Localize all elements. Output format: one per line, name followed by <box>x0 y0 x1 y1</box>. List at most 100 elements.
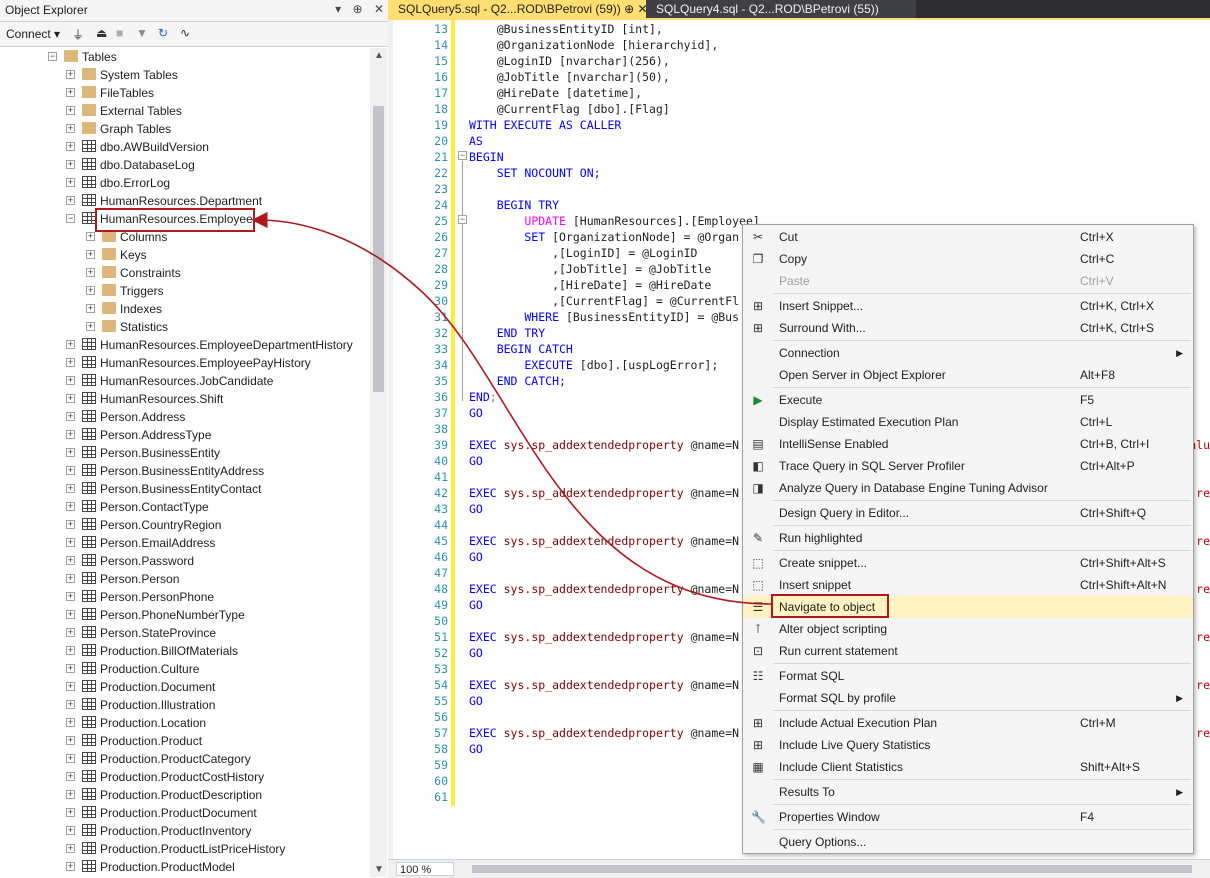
menu-item-connection[interactable]: Connection▶ <box>743 342 1193 364</box>
tree-node[interactable]: +Person.Person <box>66 570 370 588</box>
tree-node[interactable]: +Person.EmailAddress <box>66 534 370 552</box>
tree-node[interactable]: +Production.ProductDocument <box>66 804 370 822</box>
expand-icon[interactable]: + <box>86 267 95 277</box>
tree-node[interactable]: +Production.Product <box>66 732 370 750</box>
expand-icon[interactable]: + <box>66 825 75 835</box>
menu-item-results-to[interactable]: Results To▶ <box>743 781 1193 803</box>
tree-node[interactable]: +Person.StateProvince <box>66 624 370 642</box>
tree-node[interactable]: +Columns <box>86 228 370 246</box>
tree-node[interactable]: +Production.ProductCategory <box>66 750 370 768</box>
expand-icon[interactable]: + <box>66 69 75 79</box>
scroll-up-icon[interactable]: ▲ <box>374 50 384 61</box>
close-icon[interactable]: ✕ <box>373 2 384 16</box>
expand-icon[interactable]: + <box>66 843 75 853</box>
tree-node[interactable]: +Indexes <box>86 300 370 318</box>
expand-icon[interactable]: + <box>66 447 75 457</box>
expand-icon[interactable]: + <box>66 177 75 187</box>
tree-node[interactable]: +Production.BillOfMaterials <box>66 642 370 660</box>
fold-update-icon[interactable]: − <box>458 214 467 224</box>
expand-icon[interactable]: + <box>66 861 75 871</box>
tree-node[interactable]: +Person.PhoneNumberType <box>66 606 370 624</box>
tree-node[interactable]: +Production.ProductListPriceHistory <box>66 840 370 858</box>
tree-node[interactable]: +Production.ProductInventory <box>66 822 370 840</box>
connect-plug-icon[interactable]: ⏚ <box>72 28 85 42</box>
zoom-select[interactable]: 100 % <box>396 862 454 876</box>
expand-icon[interactable]: + <box>66 699 75 709</box>
menu-item-analyze-query[interactable]: ◨Analyze Query in Database Engine Tuning… <box>743 477 1193 499</box>
filter-icon[interactable]: ▼ <box>136 26 148 40</box>
expand-icon[interactable]: + <box>66 105 75 115</box>
expand-icon[interactable]: + <box>66 195 75 205</box>
tree-node[interactable]: +Production.ProductModel <box>66 858 370 876</box>
tree-node[interactable]: +Production.Location <box>66 714 370 732</box>
refresh-icon[interactable]: ↻ <box>158 26 169 40</box>
menu-item-alter-object[interactable]: ⊺Alter object scripting <box>743 618 1193 640</box>
tree-node[interactable]: +Person.Address <box>66 408 370 426</box>
expand-icon[interactable]: + <box>66 465 75 475</box>
connect-button[interactable]: Connect ▾ <box>6 27 61 41</box>
expand-icon[interactable]: + <box>66 681 75 691</box>
expand-icon[interactable]: + <box>66 357 75 367</box>
menu-item-live-stats[interactable]: ⊞Include Live Query Statistics <box>743 734 1193 756</box>
fold-begin-icon[interactable]: − <box>458 150 467 160</box>
expand-icon[interactable]: + <box>66 339 75 349</box>
tree-node[interactable]: +Person.CountryRegion <box>66 516 370 534</box>
tree-node[interactable]: +HumanResources.JobCandidate <box>66 372 370 390</box>
tree-node[interactable]: +dbo.DatabaseLog <box>66 156 370 174</box>
expand-icon[interactable]: + <box>66 519 75 529</box>
expand-icon[interactable]: + <box>66 663 75 673</box>
expand-icon[interactable]: + <box>66 555 75 565</box>
expand-icon[interactable]: + <box>66 87 75 97</box>
expand-icon[interactable]: + <box>86 249 95 259</box>
tree-node[interactable]: +dbo.AWBuildVersion <box>66 138 370 156</box>
object-explorer-scrollbar[interactable]: ▲ ▼ <box>370 48 387 877</box>
tree-node[interactable]: +Production.Illustration <box>66 696 370 714</box>
expand-icon[interactable]: + <box>66 573 75 583</box>
menu-item-insert-snippet[interactable]: ⊞Insert Snippet...Ctrl+K, Ctrl+X <box>743 295 1193 317</box>
expand-icon[interactable]: + <box>66 807 75 817</box>
expand-icon[interactable]: + <box>66 483 75 493</box>
pin-icon[interactable]: ⊕ <box>352 2 363 16</box>
tree-node[interactable]: +Keys <box>86 246 370 264</box>
tree-node[interactable]: +Constraints <box>86 264 370 282</box>
panel-dropdown-icon[interactable]: ▾ <box>335 2 342 16</box>
tree-node[interactable]: +HumanResources.EmployeePayHistory <box>66 354 370 372</box>
scroll-down-icon[interactable]: ▼ <box>374 864 384 875</box>
expand-icon[interactable]: + <box>66 645 75 655</box>
tree-node[interactable]: +Graph Tables <box>66 120 370 138</box>
menu-item-run-current[interactable]: ⊡Run current statement <box>743 640 1193 662</box>
collapse-icon[interactable]: − <box>48 51 57 61</box>
menu-item-design-query[interactable]: Design Query in Editor...Ctrl+Shift+Q <box>743 502 1193 524</box>
expand-icon[interactable]: + <box>86 321 95 331</box>
expand-icon[interactable]: + <box>66 609 75 619</box>
menu-item-format-sql-profile[interactable]: Format SQL by profile▶ <box>743 687 1193 709</box>
tree-node[interactable]: −HumanResources.Employee <box>66 210 370 228</box>
tree-node[interactable]: +dbo.ErrorLog <box>66 174 370 192</box>
tree-node[interactable]: +Person.BusinessEntityAddress <box>66 462 370 480</box>
expand-icon[interactable]: + <box>66 789 75 799</box>
tree-node[interactable]: +Production.ProductCostHistory <box>66 768 370 786</box>
menu-item-format-sql[interactable]: ☷Format SQL <box>743 665 1193 687</box>
expand-icon[interactable]: + <box>66 123 75 133</box>
expand-icon[interactable]: + <box>86 303 95 313</box>
expand-icon[interactable]: + <box>66 393 75 403</box>
expand-icon[interactable]: + <box>66 717 75 727</box>
menu-item-query-options[interactable]: Query Options... <box>743 831 1193 853</box>
tree-node[interactable]: +Person.BusinessEntityContact <box>66 480 370 498</box>
tab-sqlquery4[interactable]: SQLQuery4.sql - Q2...ROD\BPetrovi (55)) <box>646 0 916 18</box>
expand-icon[interactable]: + <box>66 537 75 547</box>
expand-icon[interactable]: + <box>66 141 75 151</box>
tree-node[interactable]: +Person.ContactType <box>66 498 370 516</box>
stop-icon[interactable]: ■ <box>116 26 124 40</box>
expand-icon[interactable]: + <box>66 753 75 763</box>
expand-icon[interactable]: + <box>66 771 75 781</box>
tree-node[interactable]: +HumanResources.Department <box>66 192 370 210</box>
